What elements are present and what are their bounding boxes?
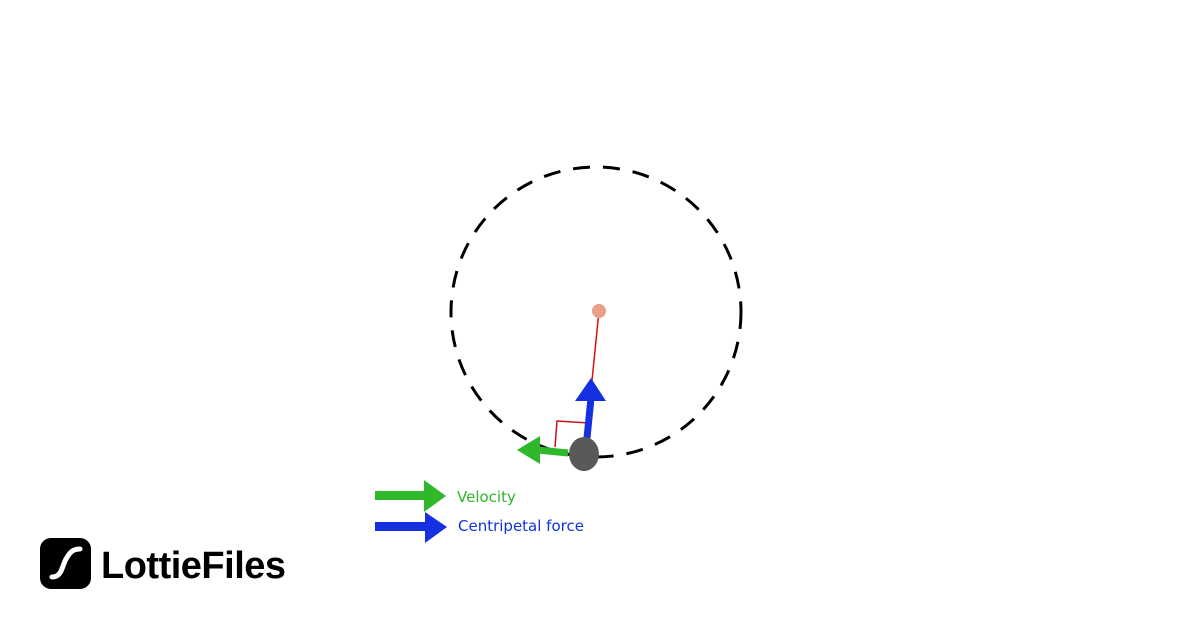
- legend-centripetal-force-arrow-shaft: [375, 522, 427, 531]
- lottiefiles-logo-curve: [49, 546, 83, 580]
- legend-velocity: Velocity: [375, 480, 516, 512]
- velocity-arrow-shaft: [537, 446, 569, 457]
- velocity-arrow: [517, 436, 569, 464]
- legend-velocity-arrow-head: [424, 480, 446, 512]
- legend-centripetal-force: Centripetal force: [375, 512, 584, 543]
- center-point: [592, 304, 606, 318]
- legend-velocity-arrow-shaft: [375, 491, 425, 500]
- legend-centripetal-force-arrow-head: [425, 512, 447, 543]
- centripetal-force-arrow-shaft: [583, 397, 595, 439]
- legend-centripetal-force-label: Centripetal force: [458, 517, 584, 535]
- centripetal-force-arrow: [575, 378, 606, 439]
- right-angle-marker: [554, 420, 590, 448]
- lottiefiles-logo: LottieFiles: [40, 538, 286, 589]
- orbit-path: [449, 165, 743, 459]
- centripetal-force-arrow-head: [575, 378, 606, 401]
- legend-velocity-label: Velocity: [457, 488, 516, 506]
- ball: [569, 437, 599, 471]
- velocity-arrow-head: [517, 436, 540, 464]
- brand-name: LottieFiles: [101, 545, 286, 587]
